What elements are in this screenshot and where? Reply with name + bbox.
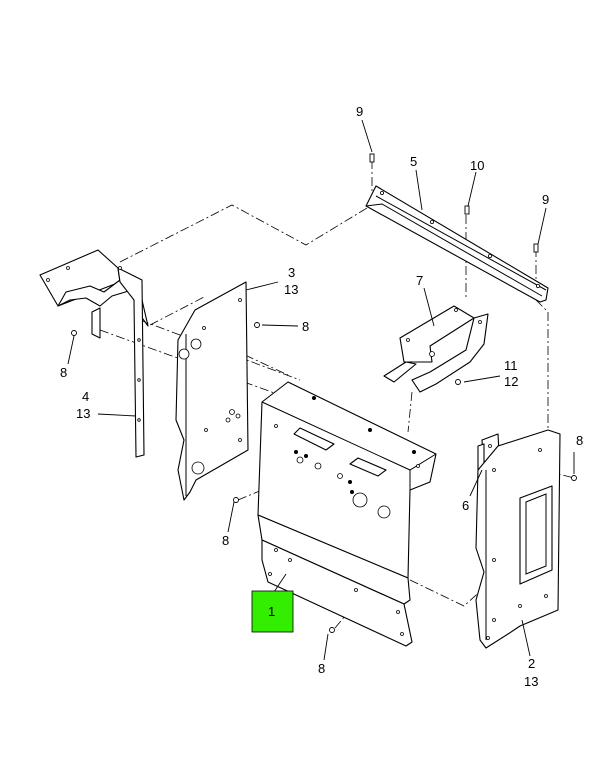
- callout-5[interactable]: 5: [410, 154, 417, 169]
- callout-11[interactable]: 11: [504, 358, 518, 373]
- callout-8-bottom[interactable]: 8: [318, 661, 325, 676]
- callout-8-right[interactable]: 8: [576, 433, 583, 448]
- callout-4[interactable]: 4: [82, 389, 89, 404]
- part-4-left-bracket: [39, 249, 149, 458]
- callout-labels: 9 5 10 9 3 13 8 7 8 11 12 4 13 8 6 8 1 8…: [60, 104, 583, 689]
- part-5-top-rail: [365, 185, 549, 303]
- callout-13-left[interactable]: 13: [76, 406, 90, 421]
- part-7-center-bracket: [383, 305, 489, 393]
- callout-8-mid[interactable]: 8: [222, 533, 229, 548]
- callout-7[interactable]: 7: [416, 273, 423, 288]
- callout-6[interactable]: 6: [462, 498, 469, 513]
- callout-12[interactable]: 12: [504, 374, 518, 389]
- callout-8-upper[interactable]: 8: [302, 319, 309, 334]
- callout-2[interactable]: 2: [528, 656, 535, 671]
- callout-3[interactable]: 3: [288, 265, 295, 280]
- part-3-left-panel: [175, 281, 249, 501]
- leader-lines: [67, 119, 575, 661]
- callout-9-top-left[interactable]: 9: [356, 104, 363, 119]
- part-2-right-panel: [475, 429, 561, 649]
- callout-13-upper[interactable]: 13: [284, 282, 298, 297]
- callout-1[interactable]: 1: [268, 604, 275, 619]
- highlight-box-part-1[interactable]: [251, 590, 294, 633]
- fasteners: [71, 153, 577, 633]
- callout-9-top-right[interactable]: 9: [542, 192, 549, 207]
- callout-13-bottom[interactable]: 13: [524, 674, 538, 689]
- part-1-main-panel[interactable]: [257, 381, 437, 647]
- callout-10[interactable]: 10: [470, 158, 484, 173]
- callout-8-left[interactable]: 8: [60, 365, 67, 380]
